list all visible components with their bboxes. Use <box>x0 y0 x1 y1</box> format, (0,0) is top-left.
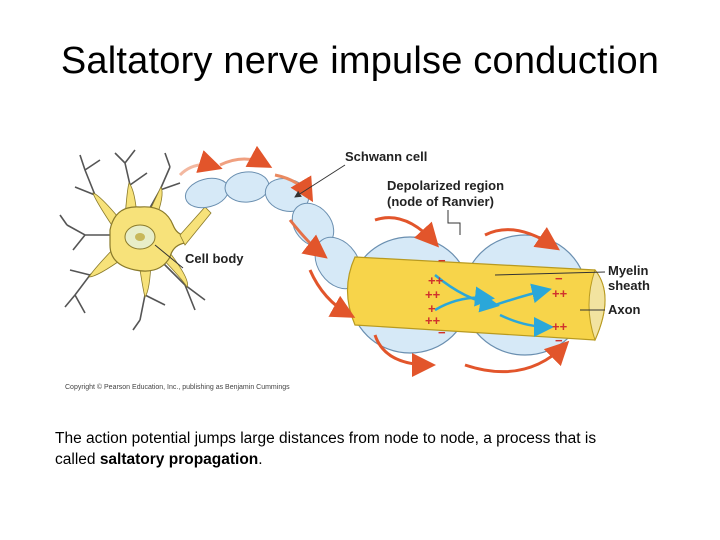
cell-body <box>109 206 186 272</box>
node-bracket <box>447 210 461 235</box>
slide-title: Saltatory nerve impulse conduction <box>60 40 660 82</box>
caption-text: The action potential jumps large distanc… <box>55 430 597 468</box>
svg-text:++: ++ <box>428 273 444 288</box>
svg-text:++: ++ <box>552 319 568 334</box>
caption: The action potential jumps large distanc… <box>55 428 615 470</box>
svg-text:−: − <box>438 325 446 340</box>
myelin-label: Myelin <box>608 263 649 278</box>
depolarized-region-label: Depolarized region <box>387 178 504 193</box>
svg-text:++: ++ <box>425 313 441 328</box>
sheath-label: sheath <box>608 278 650 293</box>
cell-body-leader <box>154 244 184 269</box>
local-current-arrows <box>434 274 554 337</box>
schwann-cell-label: Schwann cell <box>345 149 427 164</box>
cell-body-label: Cell body <box>185 251 244 266</box>
myelin-leader <box>494 271 606 276</box>
membrane-charges: ++ ++ + ++ − − ++ − ++ − <box>425 253 568 348</box>
neuron-diagram: ++ ++ + ++ − − ++ − ++ − Schwann cell De… <box>55 135 665 395</box>
conduction-arrows <box>178 145 570 377</box>
svg-text:++: ++ <box>552 286 568 301</box>
axon-label: Axon <box>608 302 641 317</box>
schwann-leader <box>294 164 346 198</box>
svg-text:−: − <box>555 271 563 286</box>
copyright-text: Copyright © Pearson Education, Inc., pub… <box>65 383 290 391</box>
caption-period: . <box>258 451 263 468</box>
svg-text:++: ++ <box>425 287 441 302</box>
diagram-canvas: ++ ++ + ++ − − ++ − ++ − Schwann cell De… <box>59 145 650 391</box>
caption-bold-term: saltatory propagation <box>99 451 259 468</box>
svg-text:−: − <box>555 333 563 348</box>
myelin-segments <box>184 171 362 290</box>
svg-text:+: + <box>428 301 436 316</box>
svg-text:−: − <box>438 253 446 268</box>
node-of-ranvier-label: (node of Ranvier) <box>387 194 494 209</box>
